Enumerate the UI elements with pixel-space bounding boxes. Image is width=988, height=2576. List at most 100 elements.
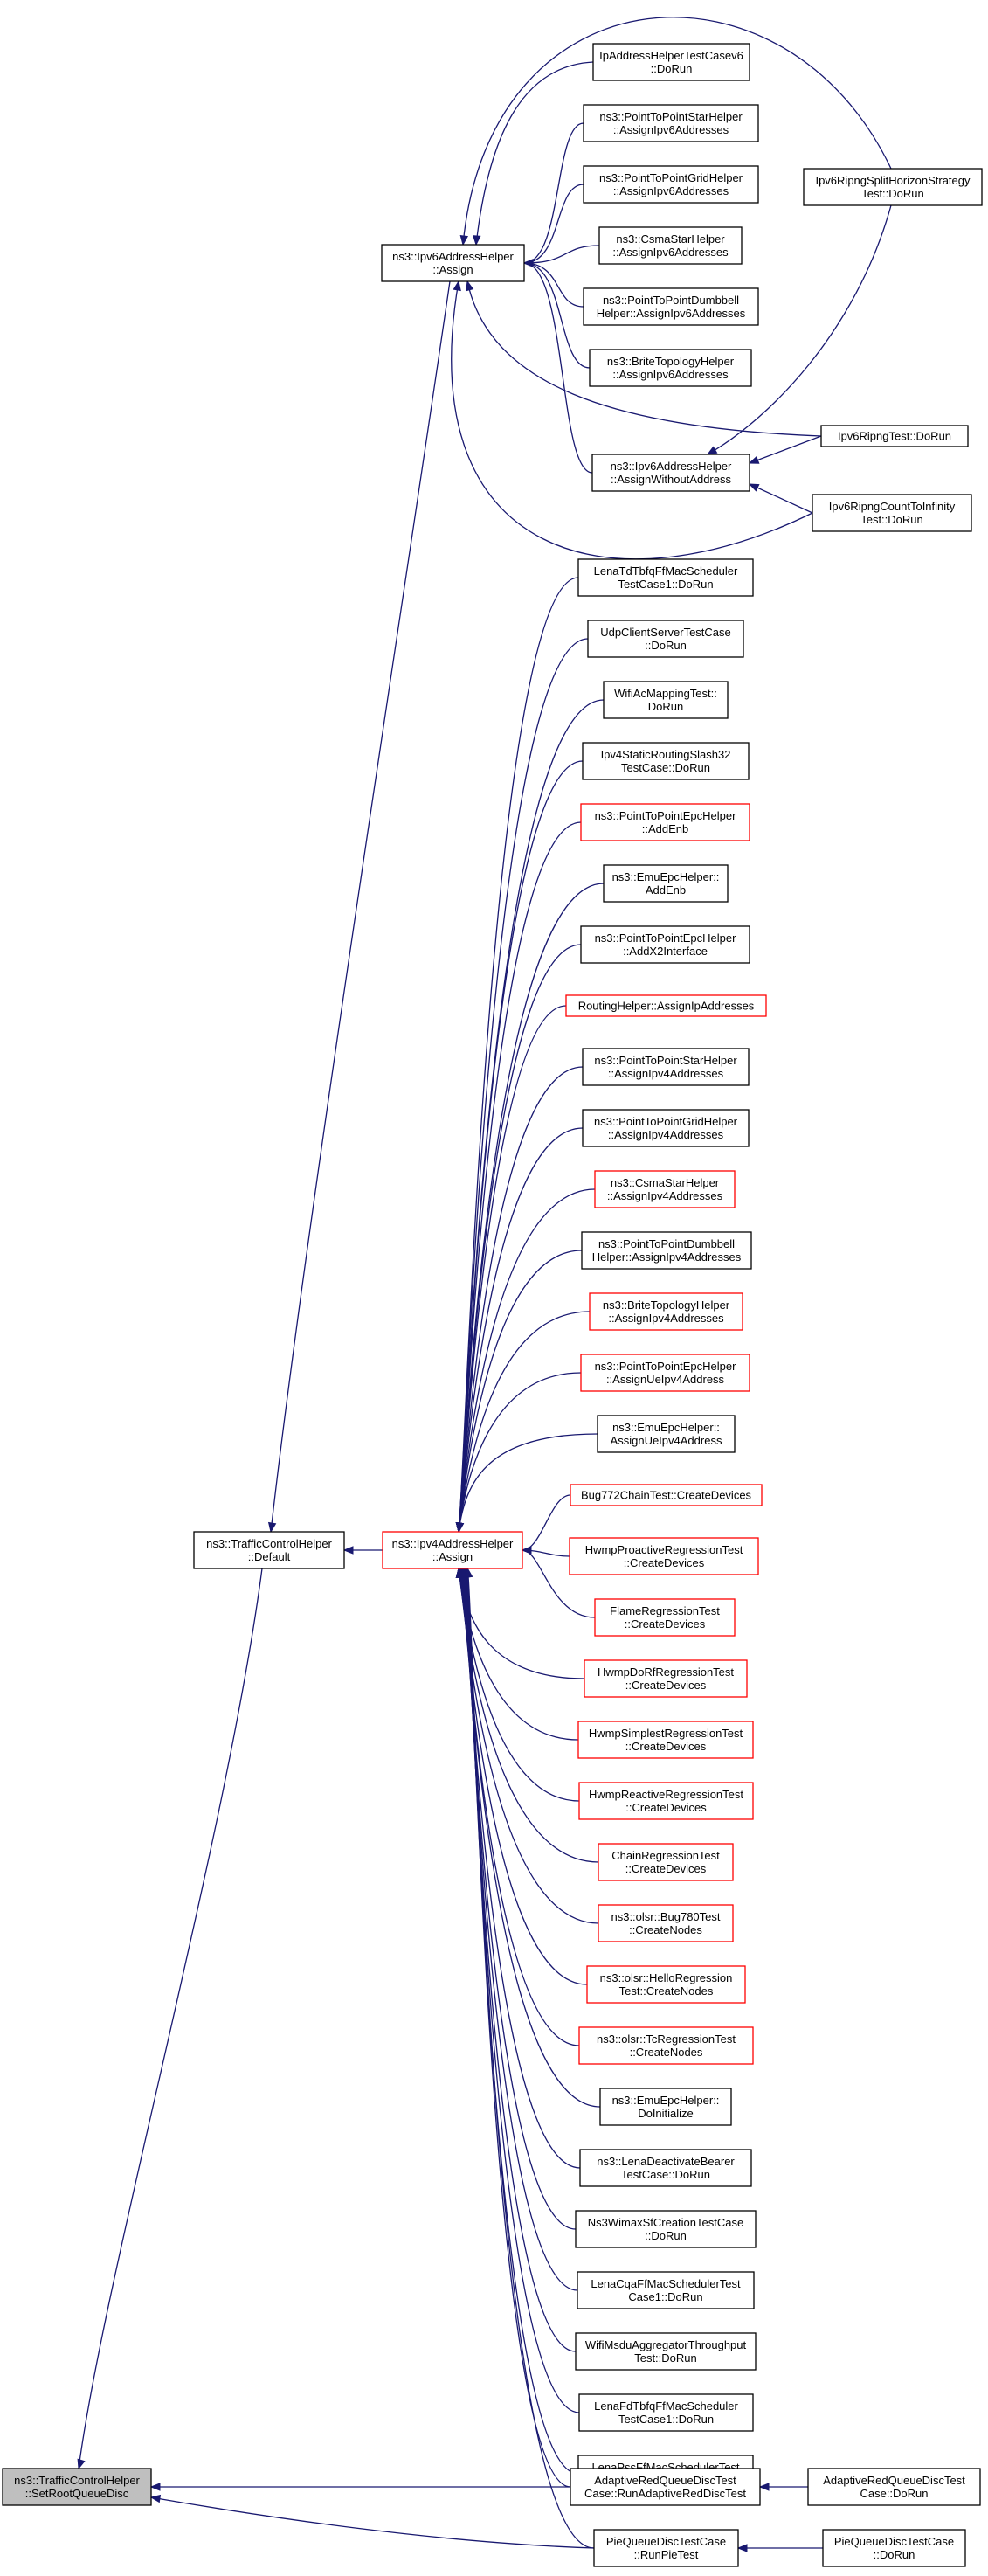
node-box (577, 2271, 755, 2309)
edge-ripngSplit-to-v6AssignWo (706, 204, 892, 455)
node-label: Ipv6RipngSplitHorizonStrategy (815, 174, 971, 187)
node-v6AssignWo[interactable]: ns3::Ipv6AddressHelper::AssignWithoutAdd… (591, 454, 750, 492)
node-p2pStar6[interactable]: ns3::PointToPointStarHelper::AssignIpv6A… (583, 104, 759, 142)
node-c8[interactable]: RoutingHelper::AssignIpAddresses (565, 994, 767, 1017)
node-box (589, 1292, 743, 1331)
node-label: ns3::Ipv6AddressHelper (611, 460, 732, 473)
edge-ripngSplit-to-v6Assign (459, 17, 892, 246)
node-ipTest6[interactable]: IpAddressHelperTestCasev6::DoRun (592, 43, 750, 81)
node-c15[interactable]: ns3::EmuEpcHelper::AssignUeIpv4Address (597, 1415, 736, 1453)
node-c18[interactable]: FlameRegressionTest::CreateDevices (594, 1598, 736, 1637)
node-label: ns3::PointToPointGridHelper (599, 171, 743, 184)
node-aredRun[interactable]: AdaptiveRedQueueDiscTestCase::RunAdaptiv… (570, 2468, 761, 2506)
edge-ipTest6-to-v6Assign (473, 61, 594, 246)
node-c25[interactable]: ns3::olsr::TcRegressionTest::CreateNodes (578, 2026, 754, 2065)
node-c22[interactable]: ChainRegressionTest::CreateDevices (598, 1843, 734, 1881)
node-label: ns3::EmuEpcHelper:: (612, 2094, 720, 2107)
node-v4Assign[interactable]: ns3::Ipv4AddressHelper::Assign (382, 1531, 523, 1569)
node-pieDo[interactable]: PieQueueDiscTestCase::DoRun (822, 2529, 966, 2567)
node-box (581, 1231, 752, 1270)
node-box (579, 2149, 752, 2187)
node-c5[interactable]: ns3::PointToPointEpcHelper::AddEnb (580, 803, 750, 841)
node-label: HwmpDoRfRegressionTest (598, 1665, 734, 1679)
node-c14[interactable]: ns3::PointToPointEpcHelper::AssignUeIpv4… (580, 1354, 750, 1392)
node-box (822, 2529, 966, 2567)
node-p2pGrid6[interactable]: ns3::PointToPointGridHelper::AssignIpv6A… (583, 165, 759, 204)
node-c20[interactable]: HwmpSimplestRegressionTest::CreateDevice… (577, 1721, 754, 1759)
node-box (577, 1721, 754, 1759)
node-ripngTest[interactable]: Ipv6RipngTest::DoRun (820, 425, 969, 447)
node-c11[interactable]: ns3::CsmaStarHelper::AssignIpv4Addresses (594, 1170, 736, 1208)
node-box (575, 2210, 757, 2248)
node-label: ns3::TrafficControlHelper (14, 2474, 140, 2487)
node-c26[interactable]: ns3::EmuEpcHelper::DoInitialize (599, 2088, 732, 2126)
node-brite6[interactable]: ns3::BriteTopologyHelper::AssignIpv6Addr… (589, 349, 752, 387)
node-c24[interactable]: ns3::olsr::HelloRegressionTest::CreateNo… (586, 1965, 746, 2004)
node-root[interactable]: ns3::TrafficControlHelper::SetRootQueueD… (2, 2468, 152, 2506)
edge-pieDo-to-pieRun (736, 2544, 823, 2552)
edge-brite6-to-v6Assign (522, 259, 591, 369)
node-box (583, 104, 759, 142)
node-pieRun[interactable]: PieQueueDiscTestCase::RunPieTest (593, 2529, 739, 2567)
node-box (820, 425, 969, 447)
node-v6Assign[interactable]: ns3::Ipv6AddressHelper::Assign (381, 244, 525, 282)
node-c10[interactable]: ns3::PointToPointGridHelper::AssignIpv4A… (582, 1109, 750, 1147)
node-box (812, 494, 972, 532)
node-box (598, 1843, 734, 1881)
node-label: ::CreateDevices (624, 1556, 705, 1569)
node-c23[interactable]: ns3::olsr::Bug780Test::CreateNodes (598, 1904, 734, 1942)
node-c28[interactable]: Ns3WimaxSfCreationTestCase::DoRun (575, 2210, 757, 2248)
edge-c14-to-v4Assign (455, 1372, 582, 1534)
node-label: IpAddressHelperTestCasev6 (599, 49, 743, 62)
node-label: LenaCqaFfMacSchedulerTest (591, 2277, 741, 2290)
node-c6[interactable]: ns3::EmuEpcHelper::AddEnb (603, 864, 729, 903)
node-c17[interactable]: HwmpProactiveRegressionTest::CreateDevic… (569, 1537, 759, 1575)
node-c9[interactable]: ns3::PointToPointStarHelper::AssignIpv4A… (582, 1048, 750, 1086)
edge-p2pStar6-to-v6Assign (522, 122, 584, 267)
node-box (582, 1048, 750, 1086)
node-csmaStar6[interactable]: ns3::CsmaStarHelper::AssignIpv6Addresses (598, 226, 743, 265)
edge-c31-to-v4Assign (462, 1567, 580, 2413)
node-c7[interactable]: ns3::PointToPointEpcHelper::AddX2Interfa… (580, 925, 750, 964)
edge-ripngCount-to-v6AssignWo (748, 483, 813, 514)
node-c3[interactable]: WifiAcMappingTest::DoRun (603, 681, 729, 719)
node-label: ::AssignIpv6Addresses (613, 184, 729, 197)
node-label: TestCase::DoRun (621, 761, 710, 774)
node-tchDefault[interactable]: ns3::TrafficControlHelper::Default (193, 1531, 345, 1569)
node-p2pDumb6[interactable]: ns3::PointToPointDumbbellHelper::AssignI… (583, 287, 759, 326)
node-label: DoInitialize (638, 2107, 694, 2120)
node-c2[interactable]: UdpClientServerTestCase::DoRun (587, 620, 744, 658)
node-c12[interactable]: ns3::PointToPointDumbbellHelper::AssignI… (581, 1231, 752, 1270)
node-label: ::DoRun (645, 639, 687, 652)
node-label: ns3::PointToPointEpcHelper (595, 809, 737, 822)
edge-pieRun-to-root (149, 2494, 595, 2549)
node-box (580, 925, 750, 964)
node-label: ::RunPieTest (634, 2548, 699, 2561)
node-label: TestCase1::DoRun (618, 2413, 714, 2426)
edge-csmaStar6-to-v6Assign (522, 245, 600, 267)
node-layer: ns3::TrafficControlHelper::SetRootQueueD… (2, 43, 983, 2567)
node-c13[interactable]: ns3::BriteTopologyHelper::AssignIpv4Addr… (589, 1292, 743, 1331)
node-c16[interactable]: Bug772ChainTest::CreateDevices (570, 1484, 763, 1506)
node-box (580, 1354, 750, 1392)
node-label: Helper::AssignIpv6Addresses (597, 307, 746, 320)
edge-c27-to-v4Assign (459, 1567, 581, 2169)
node-label: ::CreateDevices (625, 1740, 707, 1753)
node-c19[interactable]: HwmpDoRfRegressionTest::CreateDevices (584, 1659, 748, 1698)
edge-ripngTest-to-v6AssignWo (748, 435, 822, 464)
node-box (381, 244, 525, 282)
node-label: ns3::PointToPointEpcHelper (595, 931, 737, 945)
node-box (569, 1537, 759, 1575)
node-label: ::Assign (432, 263, 473, 276)
node-c21[interactable]: HwmpReactiveRegressionTest::CreateDevice… (578, 1782, 754, 1820)
node-label: TestCase1::DoRun (618, 578, 713, 591)
